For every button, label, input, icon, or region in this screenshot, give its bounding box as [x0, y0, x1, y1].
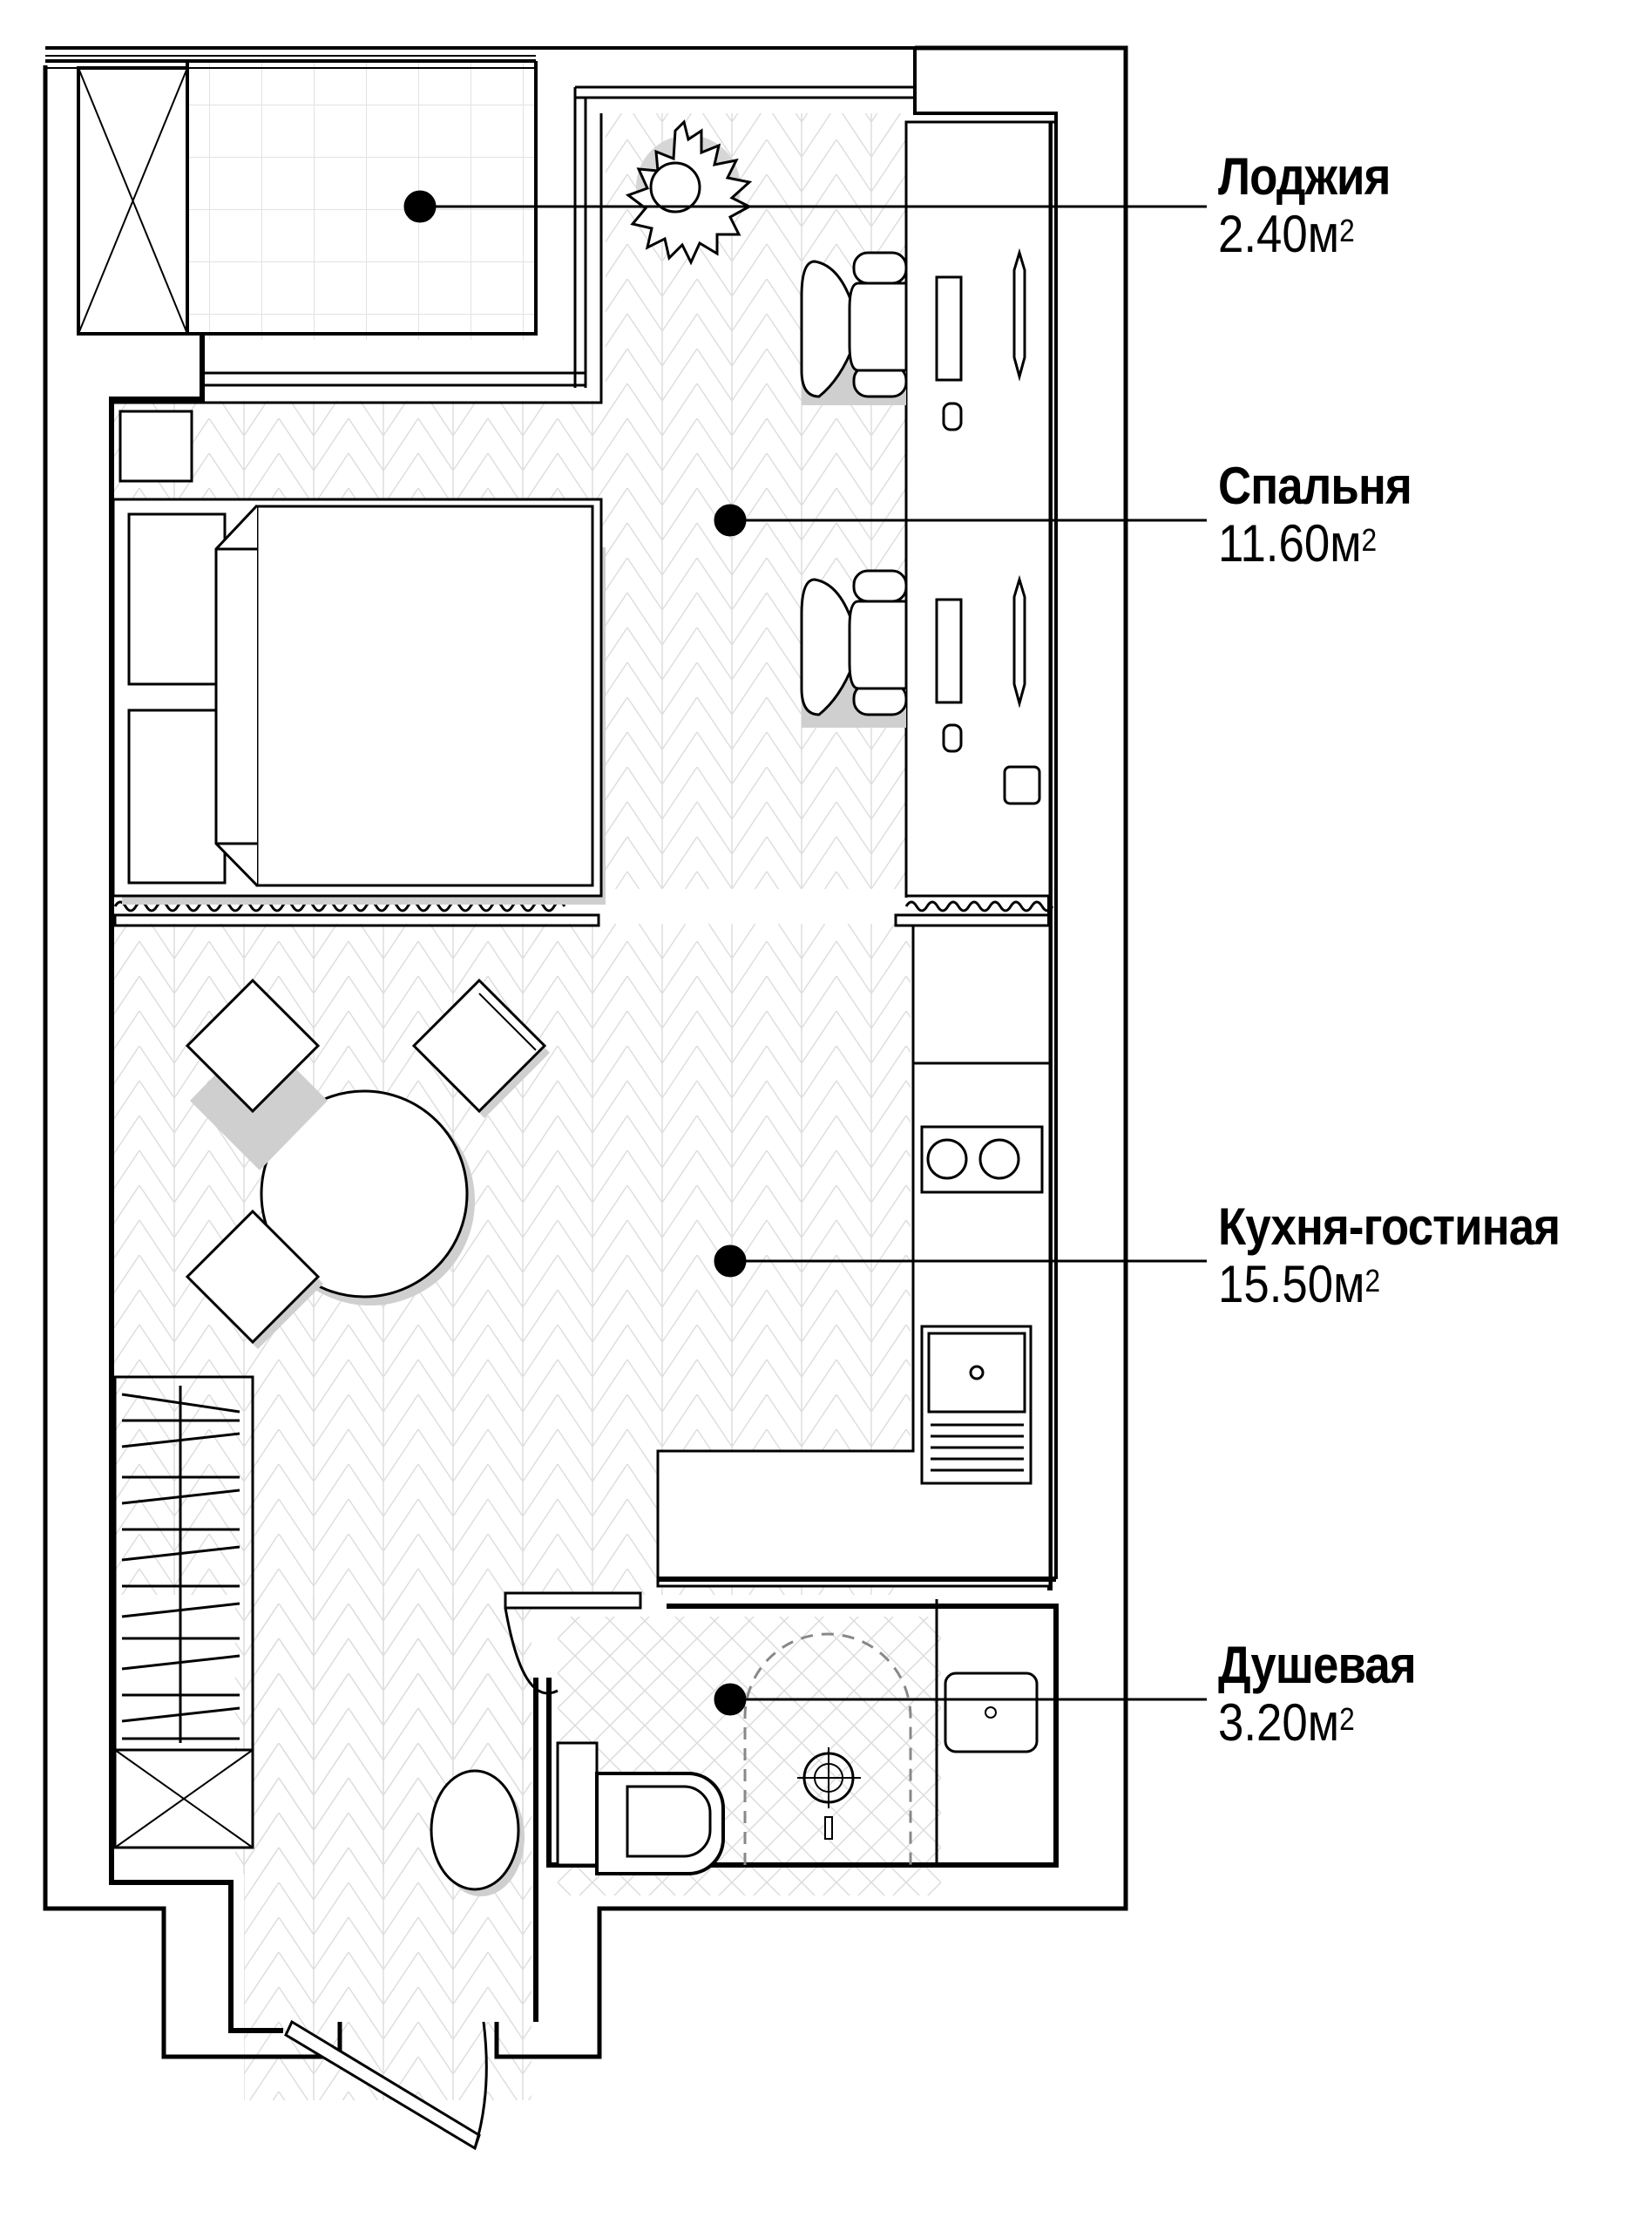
room-label-loggia: Лоджия 2.40м2 [1218, 148, 1413, 263]
curtain-left [113, 900, 600, 927]
room-area: 3.20м2 [1218, 1693, 1355, 1752]
dining-table [260, 1089, 475, 1305]
room-label-kitchen-living: Кухня-гостиная 15.50м2 [1218, 1198, 1607, 1313]
room-label-bedroom: Спальня 11.60м2 [1218, 458, 1438, 573]
dining-chair-1 [185, 978, 328, 1170]
desk [904, 120, 1052, 898]
curtain-right [894, 900, 1054, 927]
room-name: Кухня-гостиная [1218, 1197, 1561, 1256]
room-area: 15.50м2 [1218, 1255, 1381, 1313]
ottoman [430, 1769, 525, 1896]
kitchen-counter [656, 924, 1052, 1588]
dining-chair-2 [411, 978, 550, 1118]
room-markers [403, 190, 1207, 1716]
entrance-door [284, 2019, 488, 2151]
bed [112, 498, 606, 905]
room-area: 2.40м2 [1218, 205, 1355, 263]
room-name: Лоджия [1218, 147, 1391, 206]
bathroom [504, 1577, 1059, 2022]
desk-chair-2 [800, 569, 908, 728]
room-label-shower: Душевая 3.20м2 [1218, 1637, 1443, 1752]
nightstand [118, 410, 193, 483]
room-area: 11.60м2 [1218, 514, 1378, 573]
dining-chair-3 [185, 1209, 323, 1349]
room-name: Спальня [1218, 457, 1412, 515]
plant [625, 119, 753, 266]
wardrobe [113, 1375, 254, 1849]
room-name: Душевая [1218, 1636, 1417, 1694]
desk-chair-1 [800, 251, 908, 405]
